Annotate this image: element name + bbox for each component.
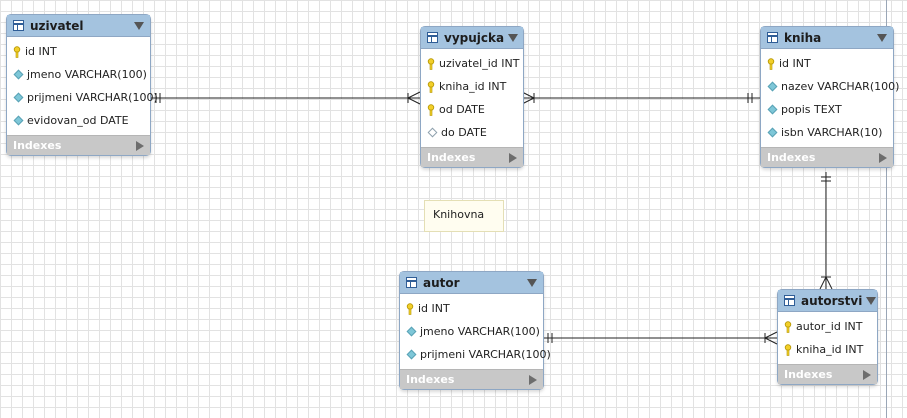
expand-arrow-icon[interactable] <box>136 140 144 151</box>
column-row[interactable]: popis TEXT <box>761 98 893 121</box>
primary-key-icon <box>406 302 414 315</box>
entity-name: uzivatel <box>30 18 84 33</box>
column-label: jmeno VARCHAR(100) <box>420 325 540 338</box>
column-diamond-icon <box>406 349 417 360</box>
entity-header[interactable]: uzivatel <box>7 15 150 37</box>
entity-vypujcka[interactable]: vypujcka uzivatel_id INT kniha_id INT od… <box>420 26 524 168</box>
expand-arrow-icon[interactable] <box>863 369 871 380</box>
entity-name: kniha <box>784 30 822 45</box>
entity-autorstvi[interactable]: autorstvi autor_id INT kniha_id INT Inde… <box>777 289 878 385</box>
entity-kniha[interactable]: kniha id INT nazev VARCHAR(100) popis TE… <box>760 26 899 168</box>
column-diamond-icon <box>13 69 24 80</box>
column-label: nazev VARCHAR(100) <box>781 80 900 93</box>
table-icon <box>784 295 795 306</box>
column-row[interactable]: do DATE <box>421 121 523 144</box>
nullable-column-diamond-icon <box>427 127 438 138</box>
primary-key-icon <box>13 45 21 58</box>
column-label: id INT <box>418 302 450 315</box>
column-row[interactable]: kniha_id INT <box>778 338 877 361</box>
column-label: jmeno VARCHAR(100) <box>27 68 147 81</box>
relationship-kniha-autorstvi[interactable] <box>819 172 833 290</box>
primary-key-icon <box>427 103 435 116</box>
column-label: autor_id INT <box>796 320 863 333</box>
table-icon <box>406 277 417 288</box>
relationship-autor-autorstvi[interactable] <box>542 331 778 345</box>
column-diamond-icon <box>13 115 24 126</box>
entity-header[interactable]: autor <box>400 272 543 294</box>
column-row[interactable]: evidovan_od DATE <box>7 109 150 132</box>
column-label: do DATE <box>441 126 487 139</box>
entity-header[interactable]: autorstvi <box>778 290 877 312</box>
primary-key-icon <box>784 320 792 333</box>
column-label: id INT <box>779 57 811 70</box>
indexes-label: Indexes <box>784 368 833 381</box>
column-row[interactable]: id INT <box>761 52 893 75</box>
column-row[interactable]: prijmeni VARCHAR(100) <box>7 86 158 109</box>
column-row[interactable]: uzivatel_id INT <box>421 52 523 75</box>
column-diamond-icon <box>406 326 417 337</box>
entity-header[interactable]: vypujcka <box>421 27 523 49</box>
column-row[interactable]: prijmeni VARCHAR(100) <box>400 343 551 366</box>
column-diamond-icon <box>767 127 778 138</box>
indexes-bar[interactable]: Indexes <box>400 369 543 389</box>
column-label: id INT <box>25 45 57 58</box>
indexes-bar[interactable]: Indexes <box>778 364 877 384</box>
column-label: kniha_id INT <box>796 343 864 356</box>
column-diamond-icon <box>767 81 778 92</box>
column-row[interactable]: jmeno VARCHAR(100) <box>400 320 543 343</box>
expand-arrow-icon[interactable] <box>529 374 537 385</box>
indexes-label: Indexes <box>406 373 455 386</box>
column-label: kniha_id INT <box>439 80 507 93</box>
indexes-label: Indexes <box>427 151 476 164</box>
column-row[interactable]: id INT <box>7 40 150 63</box>
column-label: isbn VARCHAR(10) <box>781 126 883 139</box>
collapse-arrow-icon[interactable] <box>877 33 887 42</box>
entity-header[interactable]: kniha <box>761 27 893 49</box>
table-icon <box>767 32 778 43</box>
collapse-arrow-icon[interactable] <box>866 296 877 305</box>
primary-key-icon <box>784 343 792 356</box>
collapse-arrow-icon[interactable] <box>527 278 537 287</box>
column-label: evidovan_od DATE <box>27 114 129 127</box>
column-row[interactable]: isbn VARCHAR(10) <box>761 121 893 144</box>
column-label: popis TEXT <box>781 103 842 116</box>
column-label: uzivatel_id INT <box>439 57 520 70</box>
collapse-arrow-icon[interactable] <box>508 33 519 42</box>
column-row[interactable]: nazev VARCHAR(100) <box>761 75 899 98</box>
entity-name: vypujcka <box>444 30 505 45</box>
column-row[interactable]: autor_id INT <box>778 315 877 338</box>
collapse-arrow-icon[interactable] <box>134 21 144 30</box>
indexes-label: Indexes <box>767 151 816 164</box>
expand-arrow-icon[interactable] <box>879 152 887 163</box>
column-row[interactable]: kniha_id INT <box>421 75 523 98</box>
primary-key-icon <box>427 80 435 93</box>
column-label: prijmeni VARCHAR(100) <box>420 348 551 361</box>
entity-uzivatel[interactable]: uzivatel id INT jmeno VARCHAR(100) prijm… <box>6 14 158 156</box>
note-text: Knihovna <box>433 208 485 221</box>
entity-name: autor <box>423 275 460 290</box>
column-label: od DATE <box>439 103 485 116</box>
column-row[interactable]: id INT <box>400 297 543 320</box>
indexes-label: Indexes <box>13 139 62 152</box>
indexes-bar[interactable]: Indexes <box>421 147 523 167</box>
relationship-kniha-vypujcka[interactable] <box>521 91 760 105</box>
relationship-uzivatel-vypujcka[interactable] <box>149 91 421 105</box>
entity-autor[interactable]: autor id INT jmeno VARCHAR(100) prijmeni… <box>399 271 551 390</box>
column-row[interactable]: od DATE <box>421 98 523 121</box>
indexes-bar[interactable]: Indexes <box>7 135 150 155</box>
primary-key-icon <box>767 57 775 70</box>
column-label: prijmeni VARCHAR(100) <box>27 91 158 104</box>
expand-arrow-icon[interactable] <box>509 152 517 163</box>
primary-key-icon <box>427 57 435 70</box>
table-icon <box>13 20 24 31</box>
indexes-bar[interactable]: Indexes <box>761 147 893 167</box>
diagram-note[interactable]: Knihovna <box>424 200 504 232</box>
column-row[interactable]: jmeno VARCHAR(100) <box>7 63 150 86</box>
table-icon <box>427 32 438 43</box>
column-diamond-icon <box>767 104 778 115</box>
column-diamond-icon <box>13 92 24 103</box>
entity-name: autorstvi <box>801 293 863 308</box>
